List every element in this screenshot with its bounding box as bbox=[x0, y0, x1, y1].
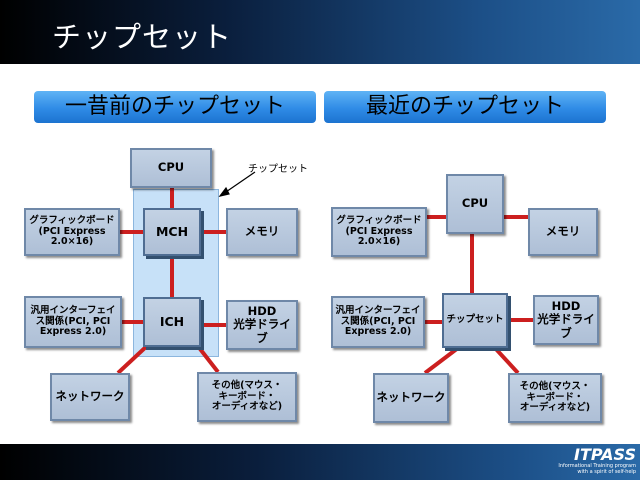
old-mch-box: MCH bbox=[143, 208, 201, 256]
logo-tagline-2: with a spirit of self-help bbox=[577, 469, 636, 475]
old-ich-other-link bbox=[195, 343, 220, 374]
old-other-devices-box: その他(マウス・ キーボード・ オーディオなど) bbox=[197, 372, 297, 422]
new-general-interface-box: 汎用インターフェイ ス関係(PCI, PCI Express 2.0) bbox=[331, 296, 425, 348]
new-graphics-board-box: グラフィックボード (PCI Express 2.0×16) bbox=[331, 207, 427, 257]
new-chipset-other-link bbox=[493, 346, 520, 375]
logo-tagline-1: Informational Training program bbox=[558, 463, 636, 469]
itpass-logo: ITPASS Informational Training program wi… bbox=[558, 445, 636, 476]
title-bar bbox=[0, 0, 640, 64]
chipset-callout-arrowhead bbox=[218, 186, 230, 197]
new-chipset-network-link bbox=[423, 346, 460, 375]
chipset-callout-arrow bbox=[222, 171, 256, 195]
new-other-devices-box: その他(マウス・ キーボード・ オーディオなど) bbox=[508, 373, 602, 423]
old-memory-box: メモリ bbox=[226, 208, 298, 256]
old-network-box: ネットワーク bbox=[50, 373, 130, 421]
old-graphics-board-box: グラフィックボード (PCI Express 2.0×16) bbox=[24, 208, 120, 256]
recent-chipset-header: 最近のチップセット bbox=[324, 91, 606, 123]
new-memory-box: メモリ bbox=[528, 208, 598, 256]
footer-bar bbox=[0, 444, 640, 480]
old-hdd-optical-box: HDD 光学ドライブ bbox=[226, 300, 298, 350]
old-cpu-box: CPU bbox=[130, 148, 212, 188]
slide-title: チップセット bbox=[52, 20, 233, 54]
old-chipset-header: 一昔前のチップセット bbox=[34, 91, 316, 123]
old-general-interface-box: 汎用インターフェイ ス関係(PCI, PCI Express 2.0) bbox=[24, 296, 122, 348]
new-cpu-box: CPU bbox=[446, 174, 504, 234]
chipset-callout-label: チップセット bbox=[248, 164, 308, 175]
new-hdd-optical-box: HDD 光学ドライブ bbox=[533, 295, 599, 345]
old-ich-network-link bbox=[116, 343, 150, 375]
logo-wordmark: ITPASS bbox=[574, 445, 636, 464]
new-chipset-box: チップセット bbox=[442, 293, 508, 348]
new-network-box: ネットワーク bbox=[373, 373, 449, 423]
old-ich-box: ICH bbox=[143, 297, 201, 347]
